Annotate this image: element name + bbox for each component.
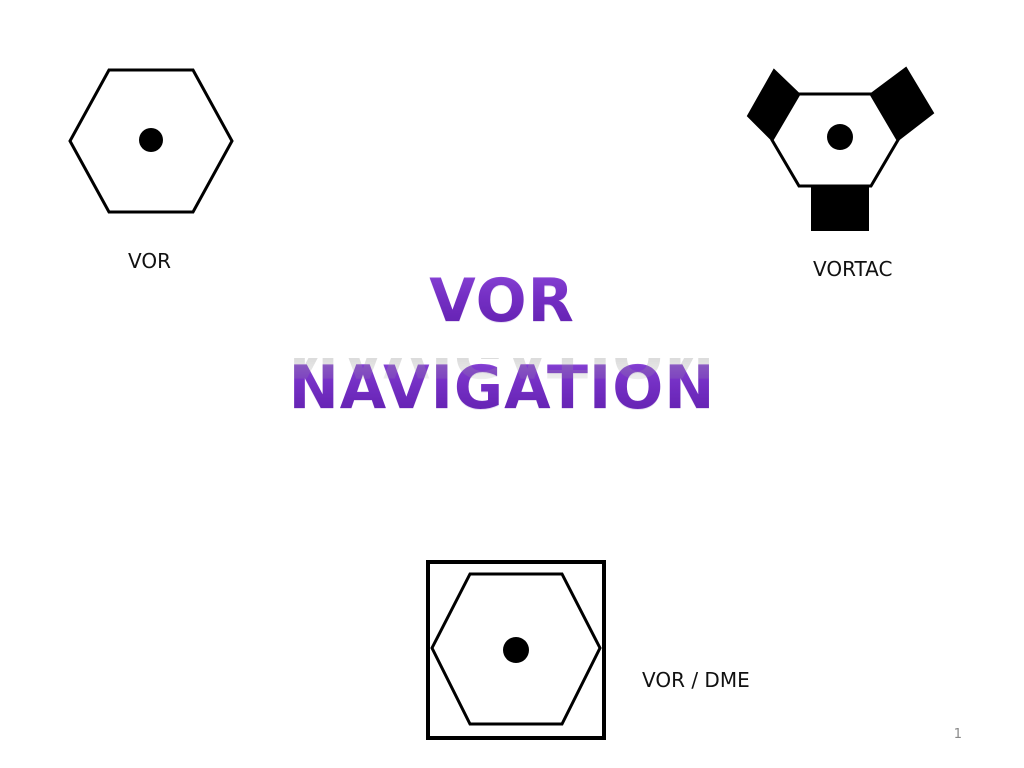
title-reflection: NAVIGATION bbox=[262, 358, 742, 398]
vor-dme-label: VOR / DME bbox=[642, 668, 750, 692]
vor-label: VOR bbox=[128, 249, 171, 273]
title-reflection-text: NAVIGATION bbox=[289, 358, 716, 390]
vortac-icon bbox=[746, 66, 935, 231]
slide-title: VOR NAVIGATION bbox=[262, 258, 742, 432]
vor-dme-icon bbox=[426, 560, 606, 740]
title-line-1: VOR bbox=[262, 258, 742, 345]
vor-hexagon-icon bbox=[68, 68, 234, 214]
vortac-label: VORTAC bbox=[813, 257, 893, 281]
page-number: 1 bbox=[953, 727, 962, 742]
title-line-2: NAVIGATION bbox=[262, 345, 742, 432]
